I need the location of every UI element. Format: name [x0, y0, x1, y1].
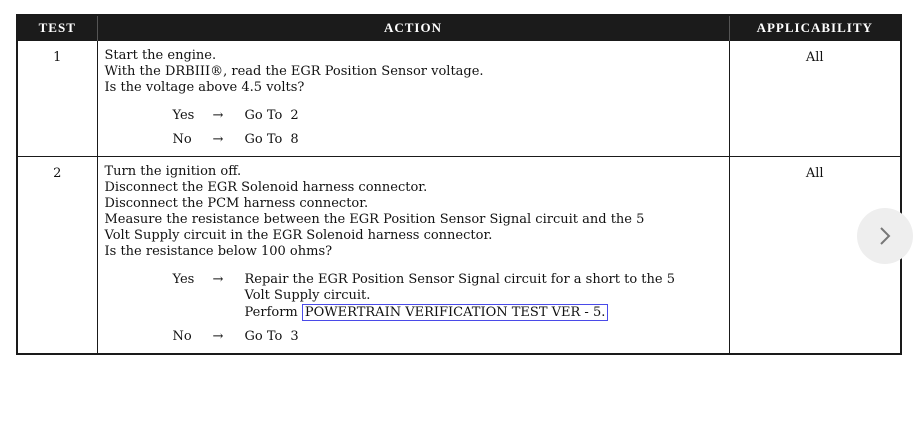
table-header-row: TEST ACTION APPLICABILITY [17, 15, 901, 41]
goto-target: 3 [290, 329, 299, 344]
perform-text: Perform [244, 305, 298, 320]
action-line: Measure the resistance between the EGR P… [104, 212, 645, 227]
arrow-icon: → [212, 272, 224, 287]
goto-text: Go To [244, 108, 283, 123]
no-branch: No → Go To 8 [105, 132, 723, 148]
action-line: Disconnect the PCM harness connector. [104, 196, 369, 211]
repair-line: Volt Supply circuit. [244, 288, 371, 303]
yes-label: Yes [172, 272, 195, 287]
action-line: Start the engine. [104, 48, 217, 63]
header-applicability: APPLICABILITY [729, 15, 901, 41]
test-number: 2 [16, 156, 98, 355]
no-branch: No → Go To 3 [105, 329, 723, 345]
yes-instructions: Repair the EGR Position Sensor Signal ci… [244, 272, 676, 321]
no-label: No [172, 329, 192, 344]
action-line: Turn the ignition off. [104, 164, 242, 179]
action-cell: Turn the ignition off. Disconnect the EG… [96, 156, 730, 355]
table-row: 1 Start the engine. With the DRBIII®, re… [16, 40, 902, 157]
action-cell: Start the engine. With the DRBIII®, read… [96, 40, 730, 157]
header-action: ACTION [97, 15, 730, 41]
yes-branch: Yes → Go To 2 [105, 108, 723, 124]
test-number: 1 [16, 40, 98, 157]
diagnostic-test-table: TEST ACTION APPLICABILITY 1 Start the en… [16, 14, 902, 355]
action-line: Volt Supply circuit in the EGR Solenoid … [104, 228, 493, 243]
chevron-right-icon [880, 227, 891, 245]
table-row: 2 Turn the ignition off. Disconnect the … [16, 156, 902, 355]
arrow-icon: → [212, 329, 224, 344]
action-line: Is the voltage above 4.5 volts? [104, 80, 305, 95]
arrow-icon: → [212, 132, 224, 147]
perform-line: Perform POWERTRAIN VERIFICATION TEST VER… [245, 304, 676, 321]
goto-text: Go To [244, 132, 283, 147]
goto-target: 8 [290, 132, 299, 147]
no-goto: Go To 3 [245, 329, 299, 345]
action-line: Is the resistance below 100 ohms? [104, 244, 333, 259]
yes-label: Yes [172, 108, 195, 123]
arrow-icon: → [212, 108, 224, 123]
applicability-cell: All [728, 40, 902, 157]
verification-test-link[interactable]: POWERTRAIN VERIFICATION TEST VER - 5. [301, 304, 609, 321]
goto-text: Go To [244, 329, 283, 344]
action-line: Disconnect the EGR Solenoid harness conn… [104, 180, 428, 195]
next-page-button[interactable] [857, 208, 913, 264]
no-goto: Go To 8 [245, 132, 299, 148]
action-line: With the DRBIII®, read the EGR Position … [104, 64, 484, 79]
goto-target: 2 [290, 108, 299, 123]
no-label: No [172, 132, 192, 147]
yes-goto: Go To 2 [245, 108, 299, 124]
repair-line: Repair the EGR Position Sensor Signal ci… [244, 272, 676, 287]
yes-branch: Yes → Repair the EGR Position Sensor Sig… [105, 272, 723, 321]
header-test: TEST [17, 15, 98, 41]
